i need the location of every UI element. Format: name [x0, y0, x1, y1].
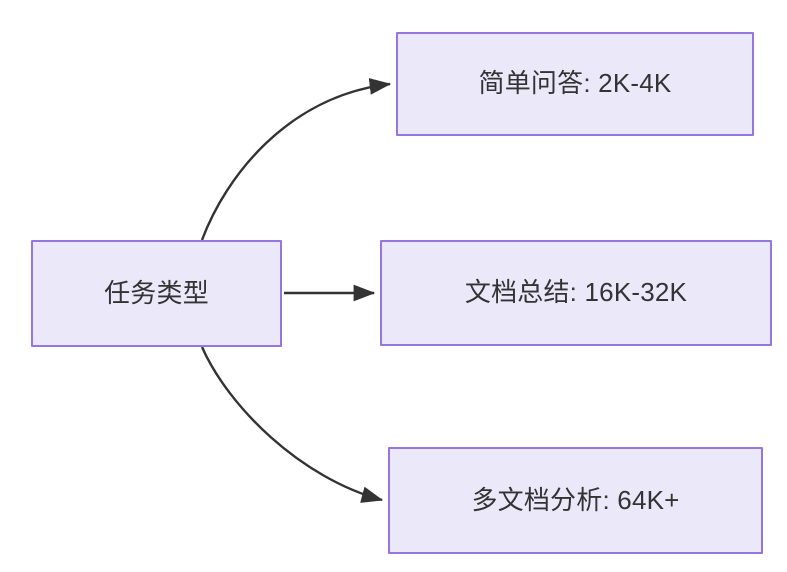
- node-task-type-label: 任务类型: [104, 277, 209, 308]
- node-simple-qa[interactable]: 简单问答: 2K-4K: [396, 32, 754, 136]
- edge-to-multi-doc-analysis: [200, 346, 384, 503]
- node-multi-doc-analysis[interactable]: 多文档分析: 64K+: [388, 447, 763, 554]
- node-doc-summary[interactable]: 文档总结: 16K-32K: [380, 240, 772, 346]
- node-simple-qa-label: 简单问答: 2K-4K: [478, 68, 672, 99]
- node-multi-doc-analysis-label: 多文档分析: 64K+: [471, 484, 680, 515]
- edge-to-simple-qa: [200, 78, 392, 241]
- node-task-type[interactable]: 任务类型: [31, 240, 282, 347]
- node-doc-summary-label: 文档总结: 16K-32K: [464, 277, 688, 308]
